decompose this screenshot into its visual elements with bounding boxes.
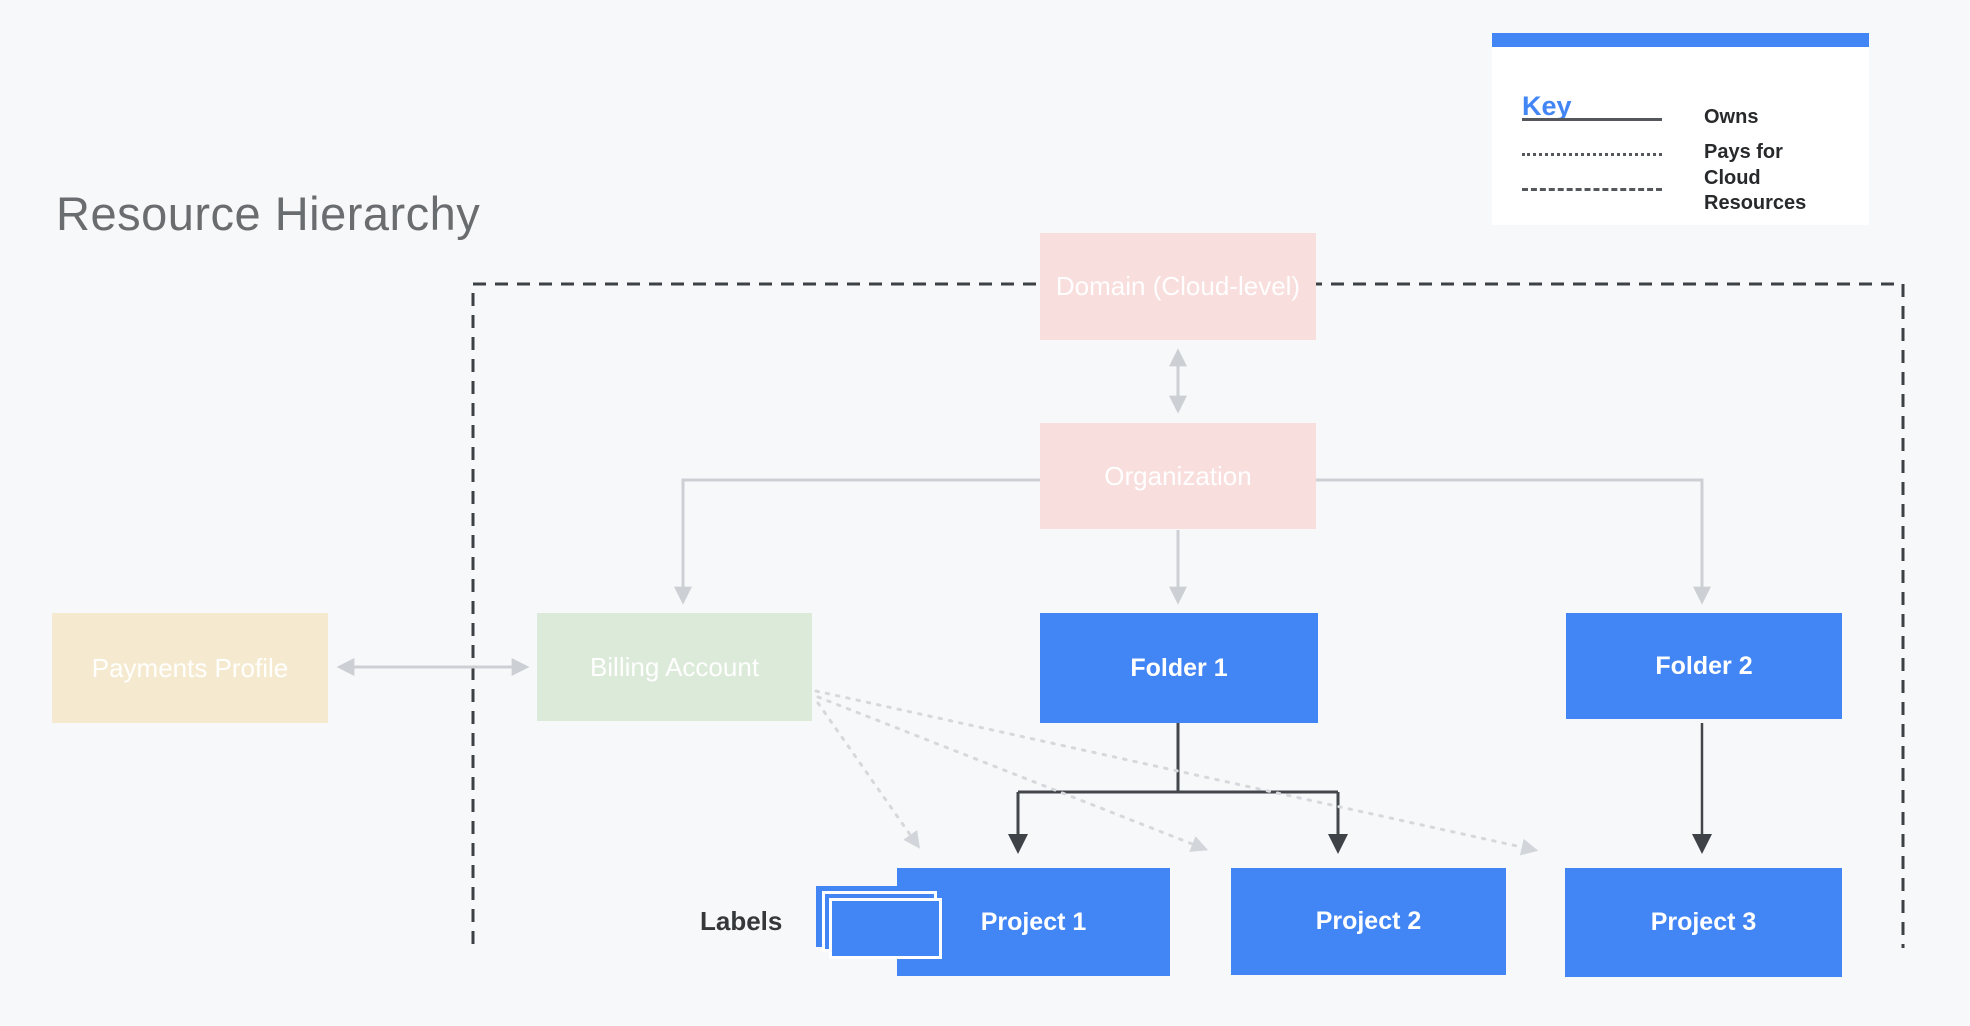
node-project-3: Project 3 [1565, 868, 1842, 977]
node-project-1: Project 1 [897, 868, 1170, 976]
edge-organization-billing [674, 478, 1040, 605]
node-payments-profile: Payments Profile [52, 613, 328, 723]
node-domain: Domain (Cloud-level) [1040, 233, 1316, 340]
cloud-resources-line-sample [1522, 188, 1662, 191]
edge-billing-project3-dotted [814, 689, 1539, 856]
node-organization: Organization [1040, 423, 1316, 529]
edge-organization-folder2 [1316, 478, 1711, 605]
edge-billing-project1-dotted [816, 701, 920, 849]
node-project-2: Project 2 [1231, 868, 1506, 975]
legend-title: Key [1522, 91, 1572, 121]
legend-label-owns: Owns [1704, 106, 1759, 128]
legend-label-pays-for: Pays for [1704, 141, 1783, 163]
node-folder-1: Folder 1 [1040, 613, 1318, 723]
legend-key-box: Key Owns Pays for Cloud Resources [1492, 33, 1869, 225]
labels-caption: Labels [700, 906, 783, 936]
edge-billing-project2-dotted [816, 695, 1209, 852]
legend-label-cloud-resources: Cloud Resources [1704, 167, 1807, 214]
node-folder-2: Folder 2 [1566, 613, 1842, 719]
pays-for-line-sample [1522, 153, 1662, 156]
page-title: Resource Hierarchy [56, 187, 481, 240]
label-card-front-icon [829, 898, 942, 959]
edge-folder1-branch [1018, 723, 1338, 794]
legend-accent-bar [1492, 33, 1869, 47]
node-billing-account: Billing Account [537, 613, 812, 721]
owns-line-sample [1522, 118, 1662, 121]
